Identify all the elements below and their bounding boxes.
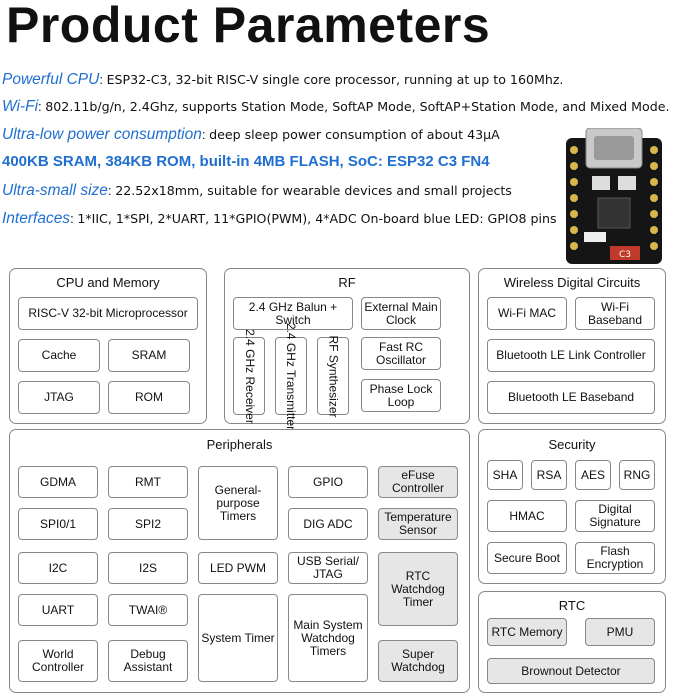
aes-block: AES (575, 460, 611, 490)
page-title: Product Parameters (6, 0, 491, 53)
spec-interfaces-value: 1*IIC, 1*SPI, 2*UART, 11*GPIO(PWM), 4*AD… (77, 211, 557, 226)
flash-encryption-block: Flash Encryption (575, 542, 655, 574)
spec-size-value: 22.52x18mm, suitable for wearable device… (115, 183, 512, 198)
sha-block: SHA (487, 460, 523, 490)
uart-block: UART (18, 594, 98, 626)
spec-interfaces-key: Interfaces (2, 210, 71, 227)
brownout-detector-block: Brownout Detector (487, 658, 655, 684)
external-clock-block: External Main Clock (361, 297, 441, 330)
rsa-block: RSA (531, 460, 567, 490)
main-watchdog-block: Main System Watchdog Timers (288, 594, 368, 682)
system-timer-block: System Timer (198, 594, 278, 682)
digital-signature-block: Digital Signature (575, 500, 655, 532)
dig-adc-block: DIG ADC (288, 508, 368, 540)
spec-power-key: Ultra-low power consumption (2, 126, 202, 143)
rng-block: RNG (619, 460, 655, 490)
synthesizer-block: RF Synthesizer (317, 334, 349, 418)
world-controller-block: World Controller (18, 640, 98, 682)
spi01-block: SPI0/1 (18, 508, 98, 540)
peripherals-group: Peripherals GDMA RMT General-purpose Tim… (9, 429, 470, 693)
rf-title: RF (338, 275, 356, 290)
pll-block: Phase Lock Loop (361, 379, 441, 412)
spec-memory: 400KB SRAM, 384KB ROM, built-in 4MB FLAS… (2, 153, 490, 170)
ble-link-block: Bluetooth LE Link Controller (487, 339, 655, 372)
spec-power-value: deep sleep power consumption of about 43… (209, 127, 500, 142)
transmitter-label: 2.4 GHz Transmitter (284, 322, 299, 430)
rtc-title: RTC (558, 598, 586, 613)
rtc-memory-block: RTC Memory (487, 618, 567, 646)
general-timers-block: General-purpose Timers (198, 466, 278, 540)
super-watchdog-block: Super Watchdog (378, 640, 458, 682)
security-title: Security (548, 437, 596, 452)
ble-baseband-block: Bluetooth LE Baseband (487, 381, 655, 414)
i2c-block: I2C (18, 552, 98, 584)
efuse-block: eFuse Controller (378, 466, 458, 498)
spec-size: Ultra-small size: 22.52x18mm, suitable f… (2, 182, 512, 199)
rtc-group: RTC RTC Memory PMU Brownout Detector (478, 591, 666, 693)
cache-block: Cache (18, 339, 100, 372)
gdma-block: GDMA (18, 466, 98, 498)
cpu-memory-group: CPU and Memory RISC-V 32-bit Microproces… (9, 268, 207, 424)
security-group: Security SHA RSA AES RNG HMAC Digital Si… (478, 429, 666, 584)
usb-serial-jtag-block: USB Serial/ JTAG (288, 552, 368, 584)
spec-cpu: Powerful CPU: ESP32-C3, 32-bit RISC-V si… (2, 71, 564, 88)
spec-cpu-value: ESP32-C3, 32-bit RISC-V single core proc… (106, 72, 564, 87)
i2s-block: I2S (108, 552, 188, 584)
twai-block: TWAI® (108, 594, 188, 626)
peripherals-title: Peripherals (206, 437, 273, 452)
board-label: C3 (619, 250, 631, 260)
esp32-c3-board-image: C3 (566, 128, 662, 264)
rom-block: ROM (108, 381, 190, 414)
spec-power: Ultra-low power consumption: deep sleep … (2, 126, 500, 143)
debug-assistant-block: Debug Assistant (108, 640, 188, 682)
spec-interfaces: Interfaces: 1*IIC, 1*SPI, 2*UART, 11*GPI… (2, 210, 557, 227)
receiver-block: 2.4 GHz Receiver (233, 329, 265, 423)
jtag-block: JTAG (18, 381, 100, 414)
wireless-title: Wireless Digital Circuits (503, 275, 641, 290)
gpio-block: GPIO (288, 466, 368, 498)
receiver-label: 2.4 GHz Receiver (242, 328, 257, 424)
cpu-memory-title: CPU and Memory (56, 275, 160, 290)
wireless-group: Wireless Digital Circuits Wi-Fi MAC Wi-F… (478, 268, 666, 424)
balun-block: 2.4 GHz Balun + Switch (233, 297, 353, 330)
spec-cpu-key: Powerful CPU (2, 71, 100, 88)
sram-block: SRAM (108, 339, 190, 372)
transmitter-block: 2.4 GHz Transmitter (275, 322, 307, 430)
spec-size-key: Ultra-small size (2, 182, 108, 199)
spec-wifi-value: 802.11b/g/n, 2.4Ghz, supports Station Mo… (45, 99, 670, 114)
spec-wifi-key: Wi-Fi (2, 98, 39, 115)
wifi-baseband-block: Wi-Fi Baseband (575, 297, 655, 330)
synthesizer-label: RF Synthesizer (326, 334, 341, 418)
led-pwm-block: LED PWM (198, 552, 278, 584)
rtc-watchdog-block: RTC Watchdog Timer (378, 552, 458, 626)
spi2-block: SPI2 (108, 508, 188, 540)
pmu-block: PMU (585, 618, 655, 646)
secure-boot-block: Secure Boot (487, 542, 567, 574)
temperature-sensor-block: Temperature Sensor (378, 508, 458, 540)
wifi-mac-block: Wi-Fi MAC (487, 297, 567, 330)
rmt-block: RMT (108, 466, 188, 498)
rc-oscillator-block: Fast RC Oscillator (361, 337, 441, 370)
spec-wifi: Wi-Fi: 802.11b/g/n, 2.4Ghz, supports Sta… (2, 98, 670, 115)
hmac-block: HMAC (487, 500, 567, 532)
riscv-block: RISC-V 32-bit Microprocessor (18, 297, 198, 330)
rf-group: RF 2.4 GHz Balun + Switch External Main … (224, 268, 470, 430)
